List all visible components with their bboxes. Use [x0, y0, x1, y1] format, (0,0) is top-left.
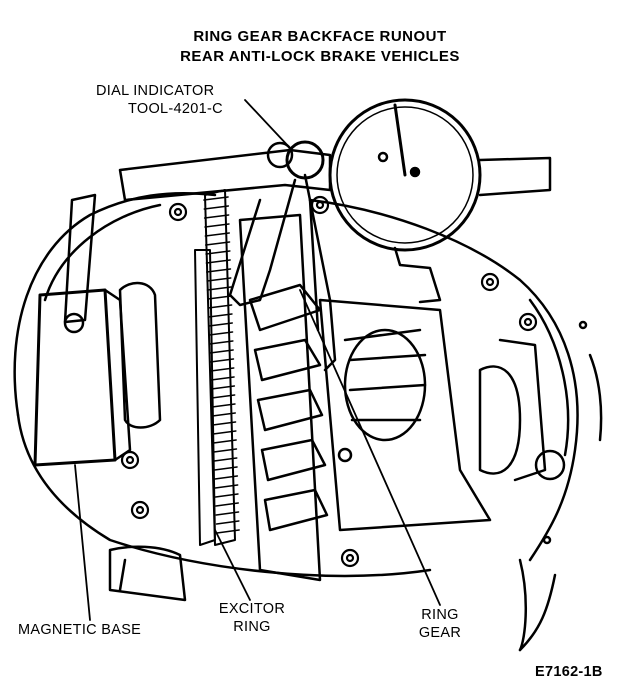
excitor-ring-label-line2: RING	[233, 619, 271, 635]
excitor-ring-tooth	[210, 385, 236, 390]
ring-gear-label-line2: GEAR	[418, 625, 462, 641]
excitor-ring-tooth	[208, 322, 233, 327]
excitor-ring-tooth	[207, 304, 233, 309]
excitor-ring	[194, 189, 236, 546]
figure-id: E7162-1B	[535, 664, 603, 680]
excitor-ring-tooth	[209, 367, 235, 372]
dial-indicator-leader	[244, 99, 291, 149]
excitor-ring-tooth	[208, 331, 234, 336]
differential-housing	[13, 191, 603, 652]
excitor-ring-tooth	[207, 295, 233, 300]
excitor-ring-tooth	[211, 421, 237, 426]
excitor-ring-tooth	[215, 520, 240, 525]
excitor-ring-tooth	[208, 340, 234, 345]
excitor-ring-tooth	[203, 205, 230, 210]
excitor-ring-tooth	[215, 502, 239, 507]
excitor-ring-tooth	[209, 349, 234, 354]
magnetic-base-label: MAGNETIC BASE	[18, 622, 142, 638]
excitor-ring-tooth	[206, 286, 232, 291]
dial-indicator-label-line1: DIAL INDICATOR	[96, 83, 215, 99]
diagram-title-line1: RING GEAR BACKFACE RUNOUT	[193, 28, 447, 45]
excitor-ring-tooth	[207, 313, 233, 318]
excitor-ring-tooth	[211, 403, 236, 408]
excitor-ring-tooth	[213, 466, 238, 471]
excitor-ring-tooth	[204, 223, 230, 228]
differential-carrier	[318, 298, 566, 532]
excitor-ring-tooth	[213, 457, 238, 462]
excitor-ring-tooth	[204, 232, 230, 237]
diagram-title-line2: REAR ANTI-LOCK BRAKE VEHICLES	[180, 48, 460, 65]
excitor-ring-label-line1: EXCITOR	[218, 601, 286, 617]
excitor-ring-tooth	[211, 412, 236, 417]
magnetic-base	[33, 193, 187, 602]
excitor-ring-tooth	[212, 439, 237, 444]
excitor-ring-tooth	[212, 430, 237, 435]
dial-indicator-label: DIAL INDICATOR TOOL-4201-C	[96, 82, 223, 118]
excitor-ring-tooth	[209, 358, 235, 363]
excitor-ring-tooth	[204, 241, 231, 246]
excitor-ring-tooth	[216, 529, 240, 534]
excitor-ring-teeth	[203, 196, 240, 534]
excitor-ring-tooth	[214, 493, 239, 498]
ring-gear-leader	[299, 289, 441, 606]
ring-gear-label: RING GEAR	[405, 606, 475, 642]
magnetic-base-leader	[74, 464, 91, 621]
excitor-ring-tooth	[210, 376, 235, 381]
dial-indicator	[328, 98, 552, 304]
excitor-ring-tooth	[203, 214, 230, 219]
housing-bolts	[120, 195, 538, 568]
excitor-ring-tooth	[205, 250, 231, 255]
excitor-ring-tooth	[215, 511, 240, 516]
excitor-ring-label: EXCITOR RING	[212, 600, 292, 636]
dial-indicator-label-line2: TOOL-4201-C	[128, 101, 223, 117]
leader-lines	[74, 99, 441, 621]
excitor-ring-tooth	[205, 259, 231, 264]
excitor-ring-tooth	[214, 484, 239, 489]
excitor-ring-leader	[214, 529, 251, 601]
excitor-ring-tooth	[213, 448, 238, 453]
excitor-ring-tooth	[203, 196, 229, 201]
excitor-ring-tooth	[206, 277, 232, 282]
excitor-ring-tooth	[206, 268, 232, 273]
excitor-ring-tooth	[210, 394, 236, 399]
excitor-ring-tooth	[214, 475, 239, 480]
ring-gear-label-line1: RING	[421, 607, 459, 623]
